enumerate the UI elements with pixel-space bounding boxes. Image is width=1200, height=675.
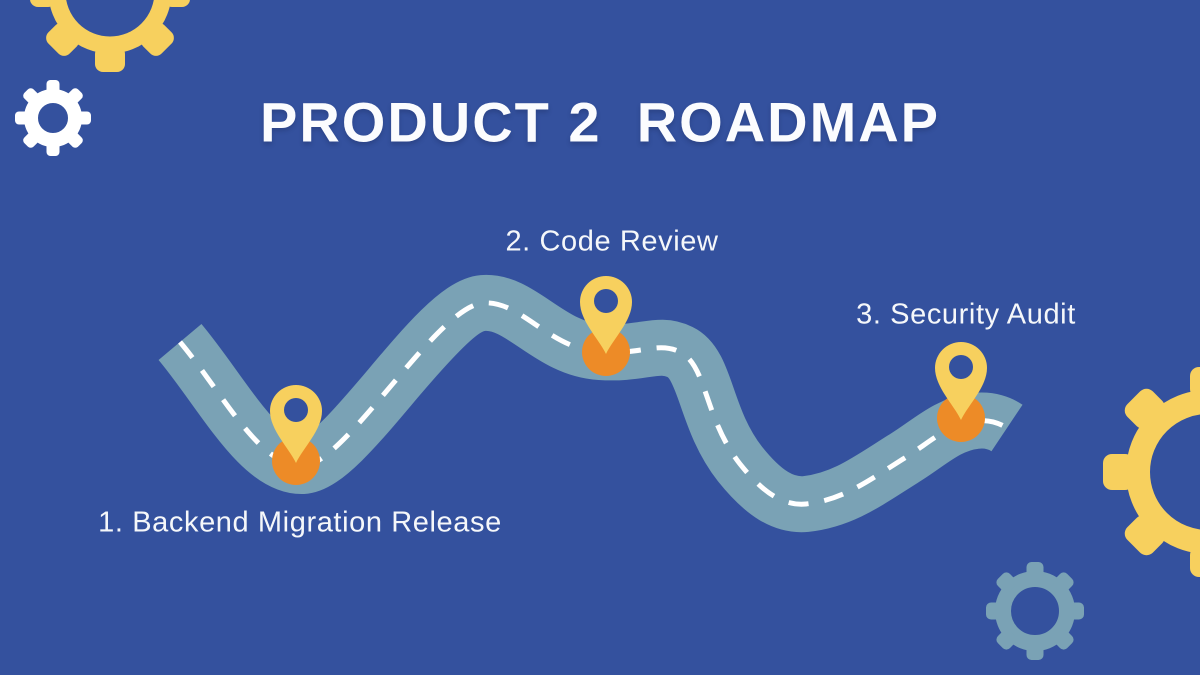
gear-bottom-right-icon <box>986 562 1084 660</box>
milestone-label-1: 1. Backend Migration Release <box>98 506 502 539</box>
gear-upper-left-icon <box>15 80 91 156</box>
gear-right-icon <box>1103 367 1200 577</box>
road-centerline <box>178 300 1009 507</box>
page-title: PRODUCT 2 ROADMAP <box>259 90 941 154</box>
gear-top-left-icon <box>30 0 190 72</box>
milestone-label-3: 3. Security Audit <box>856 298 1076 331</box>
milestone-pin-3 <box>935 342 987 442</box>
milestone-label-2: 2. Code Review <box>505 225 719 258</box>
